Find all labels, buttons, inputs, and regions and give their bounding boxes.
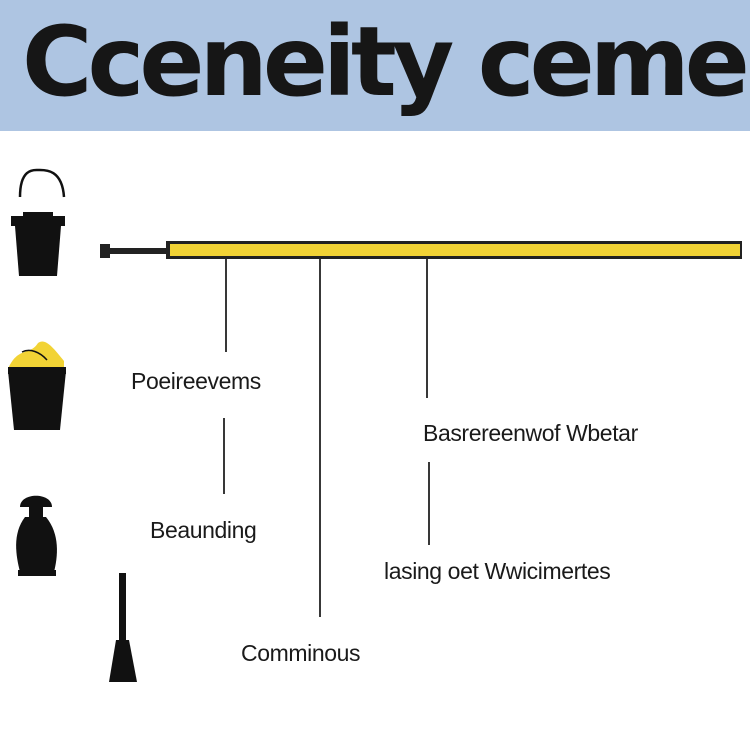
timeline-connector-lines bbox=[223, 259, 430, 617]
label-lasing-oet-wwicimertes: lasing oet Wwicimertes bbox=[384, 558, 611, 584]
bucket-icon bbox=[11, 168, 66, 276]
vase-icon bbox=[16, 495, 57, 576]
page-title: Ccenеity ceme natity bbox=[22, 6, 750, 118]
label-comminous: Comminous bbox=[241, 640, 361, 666]
broom-icon bbox=[109, 573, 137, 682]
label-poeireevems: Poeireevems bbox=[131, 368, 261, 394]
label-basrereenwof-wbetar: Basrereenwof Wbetar bbox=[423, 420, 638, 446]
label-beaunding: Beaunding bbox=[150, 517, 257, 543]
full-bucket-icon bbox=[8, 341, 66, 430]
header-banner: Ccenеity ceme natity bbox=[0, 0, 750, 131]
timeline-bar bbox=[100, 241, 742, 259]
